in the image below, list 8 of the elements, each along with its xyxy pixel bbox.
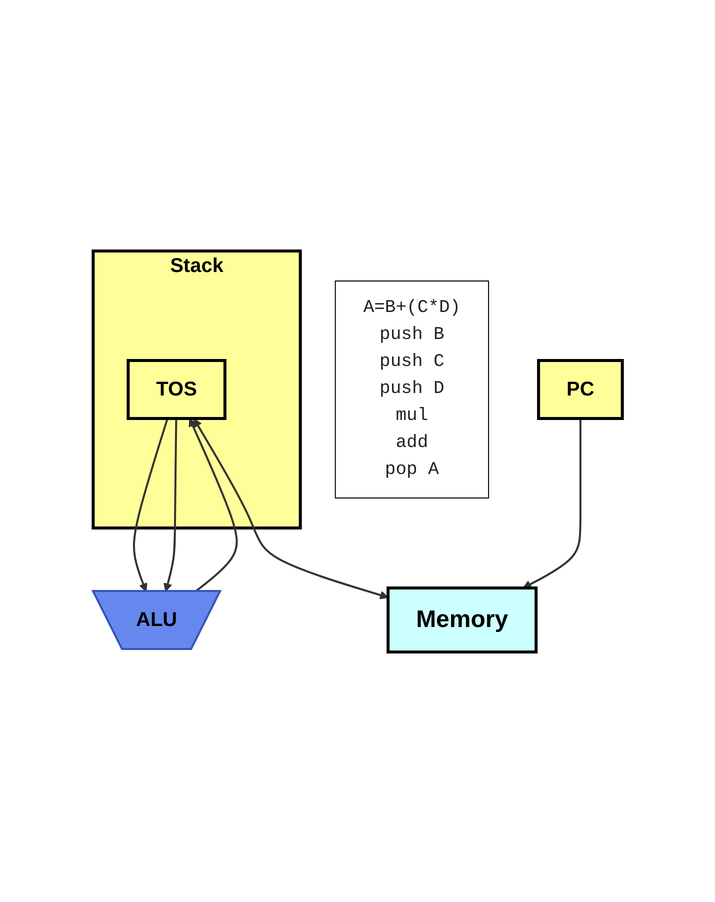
node-box: TOS: [126, 358, 226, 420]
node-box: Memory: [386, 586, 538, 653]
node-box: PC: [536, 358, 624, 420]
arrow: [193, 418, 388, 599]
arrow: [132, 418, 168, 592]
node-box: A=B+(C*D) push B push C push D mul add pop A: [334, 280, 489, 498]
arrow: [522, 418, 582, 588]
arrow: [163, 418, 178, 592]
